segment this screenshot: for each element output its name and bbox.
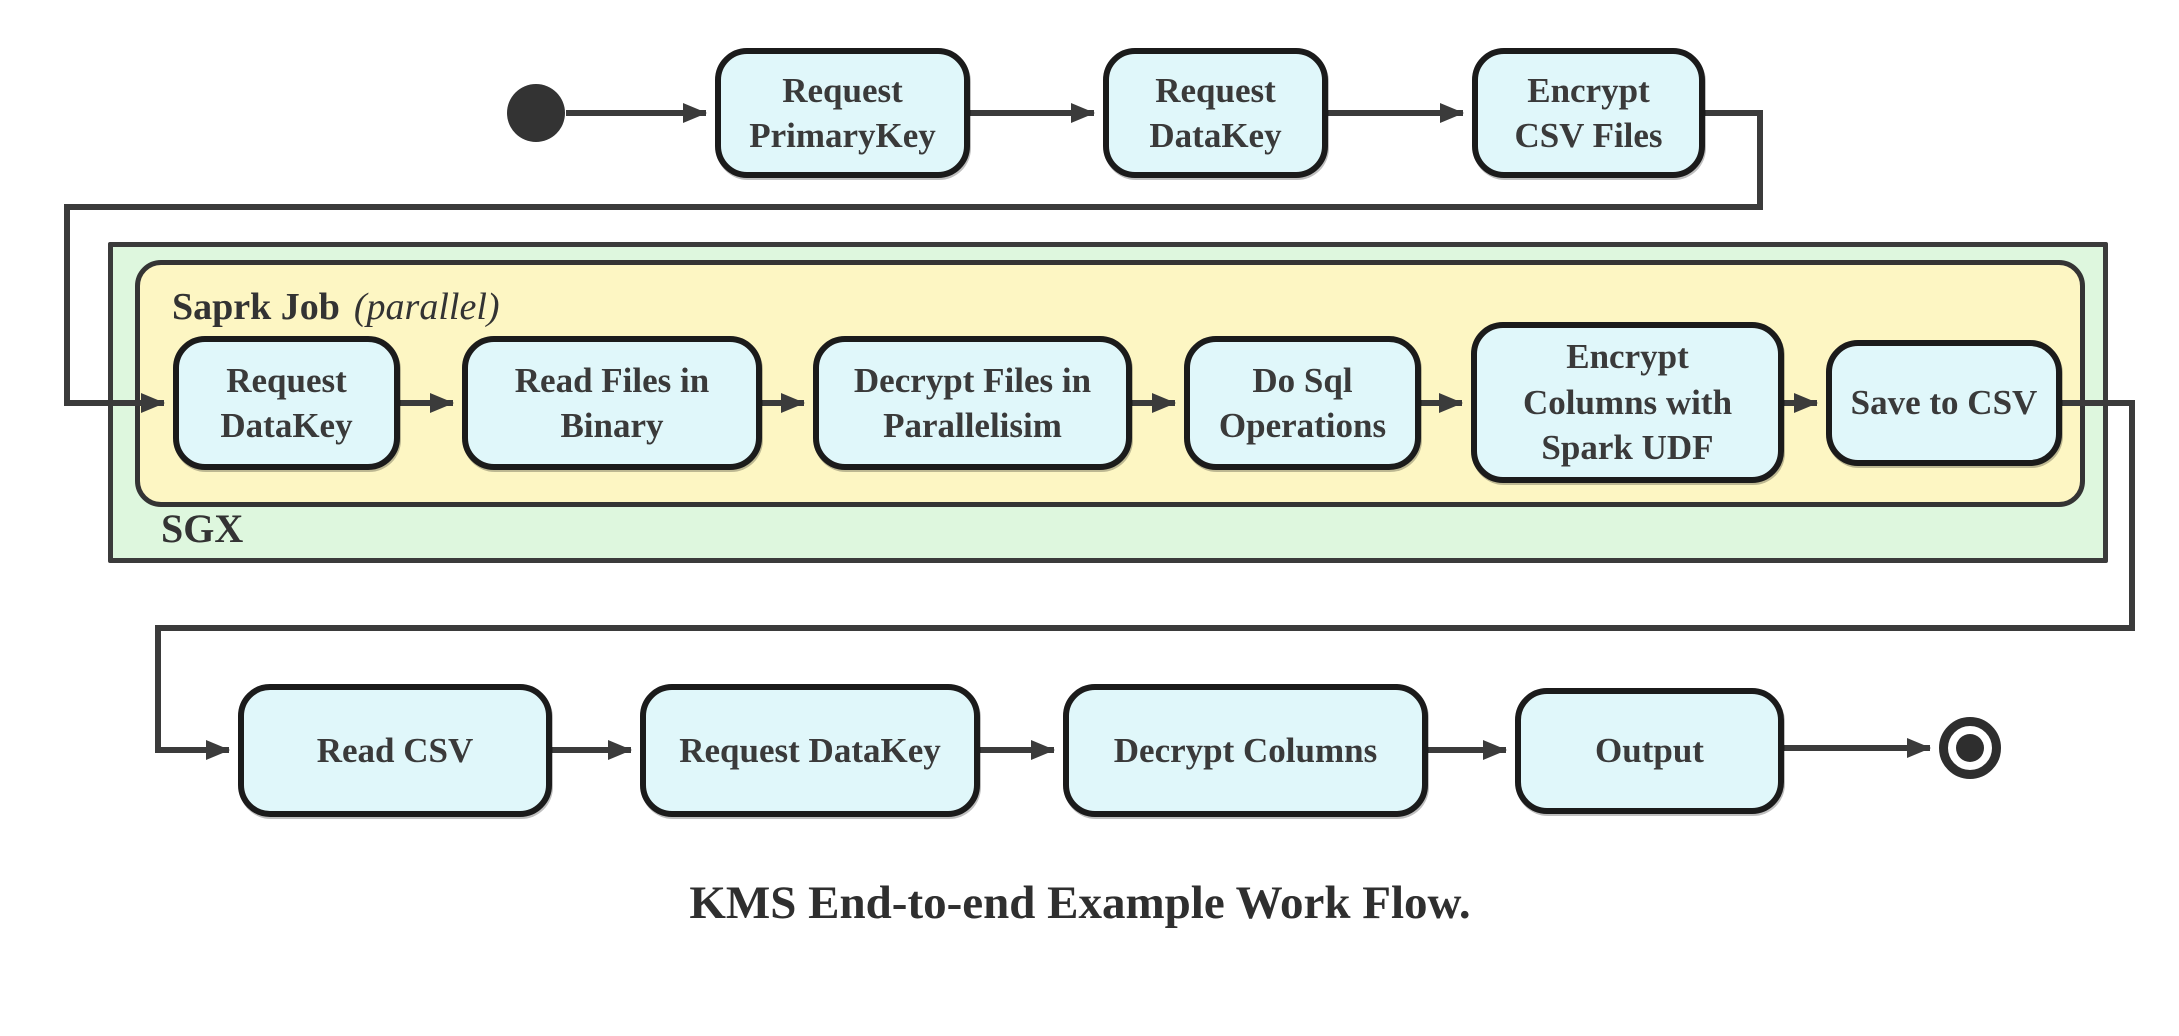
activity-encrypt-csv-files: Encrypt CSV Files <box>1472 48 1705 178</box>
spark-job-parallel-annotation: (parallel) <box>353 286 500 328</box>
activity-label: Read CSV <box>316 730 474 770</box>
activity-save-to-csv: Save to CSV <box>1826 340 2062 466</box>
activity-label: Encrypt CSV Files <box>1514 70 1663 156</box>
activity-request-datakey-client: Request DataKey <box>640 684 980 817</box>
activity-encrypt-columns-with-spark-udf: Encrypt Columns with Spark UDF <box>1471 322 1784 483</box>
activity-label: Request PrimaryKey <box>749 70 936 156</box>
activity-request-primarykey: Request PrimaryKey <box>715 48 970 178</box>
activity-label: Save to CSV <box>1850 383 2038 423</box>
activity-label: Request DataKey <box>1149 70 1282 156</box>
activity-read-files-in-binary: Read Files in Binary <box>462 336 762 470</box>
sgx-container-label: SGX <box>161 506 244 551</box>
activity-label: Encrypt Columns with Spark UDF <box>1522 337 1733 468</box>
spark-job-label-row: Saprk Job (parallel) <box>172 286 500 329</box>
activity-request-datakey-sgx: Request DataKey <box>173 336 400 470</box>
activity-label: Request DataKey <box>220 360 353 446</box>
activity-label: Request DataKey <box>679 730 941 770</box>
activity-label: Decrypt Columns <box>1113 730 1378 770</box>
activity-decrypt-files-in-parallelisim: Decrypt Files in Parallelisim <box>813 336 1132 470</box>
end-node-dot <box>1956 734 1984 762</box>
activity-label: Read Files in Binary <box>514 360 710 446</box>
start-node <box>507 84 565 142</box>
spark-job-label: Saprk Job <box>172 286 340 328</box>
activity-label: Decrypt Files in Parallelisim <box>853 360 1092 446</box>
activity-decrypt-columns: Decrypt Columns <box>1063 684 1428 817</box>
end-node <box>1939 717 2001 779</box>
activity-read-csv: Read CSV <box>238 684 552 817</box>
activity-output: Output <box>1515 688 1784 814</box>
activity-do-sql-operations: Do Sql Operations <box>1184 336 1421 470</box>
activity-request-datakey-top: Request DataKey <box>1103 48 1328 178</box>
diagram-title: KMS End-to-end Example Work Flow. <box>689 877 1471 929</box>
activity-label: Do Sql Operations <box>1218 360 1387 446</box>
activity-label: Output <box>1595 731 1704 771</box>
